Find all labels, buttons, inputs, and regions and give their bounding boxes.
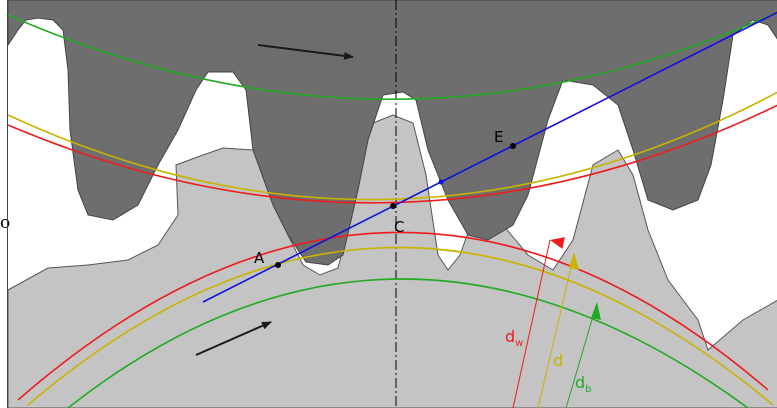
point-e-marker bbox=[510, 143, 516, 149]
point-e-label: E bbox=[494, 128, 503, 146]
d-arrow bbox=[537, 254, 575, 408]
point-a-marker bbox=[275, 262, 281, 268]
rotation-arrow-icon bbox=[195, 321, 272, 356]
upper-pitch-circle bbox=[8, 104, 777, 204]
dw-label: dw bbox=[505, 327, 523, 349]
db-arrow bbox=[565, 305, 597, 408]
lower-gear bbox=[8, 114, 777, 408]
upper-gear bbox=[8, 0, 777, 266]
point-c-label: C bbox=[394, 218, 404, 236]
rotation-arrow-icon bbox=[257, 44, 354, 60]
d-label: d bbox=[553, 351, 563, 370]
d-arrowhead bbox=[569, 252, 579, 270]
lower-reference-circle bbox=[27, 246, 774, 406]
dw-arrow bbox=[512, 237, 565, 408]
intersection-marker bbox=[438, 179, 444, 185]
line-of-action bbox=[202, 11, 777, 303]
lower-pitch-circle bbox=[17, 231, 769, 401]
stray-character: o bbox=[0, 213, 11, 233]
gear-mesh-diagram: A C E dw d db bbox=[8, 0, 777, 408]
lower-base-circle bbox=[67, 278, 749, 408]
db-arrowhead bbox=[591, 302, 601, 320]
point-c-marker bbox=[390, 203, 396, 209]
point-a-label: A bbox=[254, 249, 265, 267]
gear-mesh-figure: A C E dw d db bbox=[7, 0, 777, 408]
db-label: db bbox=[575, 373, 592, 395]
upper-reference-circle bbox=[8, 91, 777, 201]
upper-base-circle bbox=[8, 11, 777, 100]
